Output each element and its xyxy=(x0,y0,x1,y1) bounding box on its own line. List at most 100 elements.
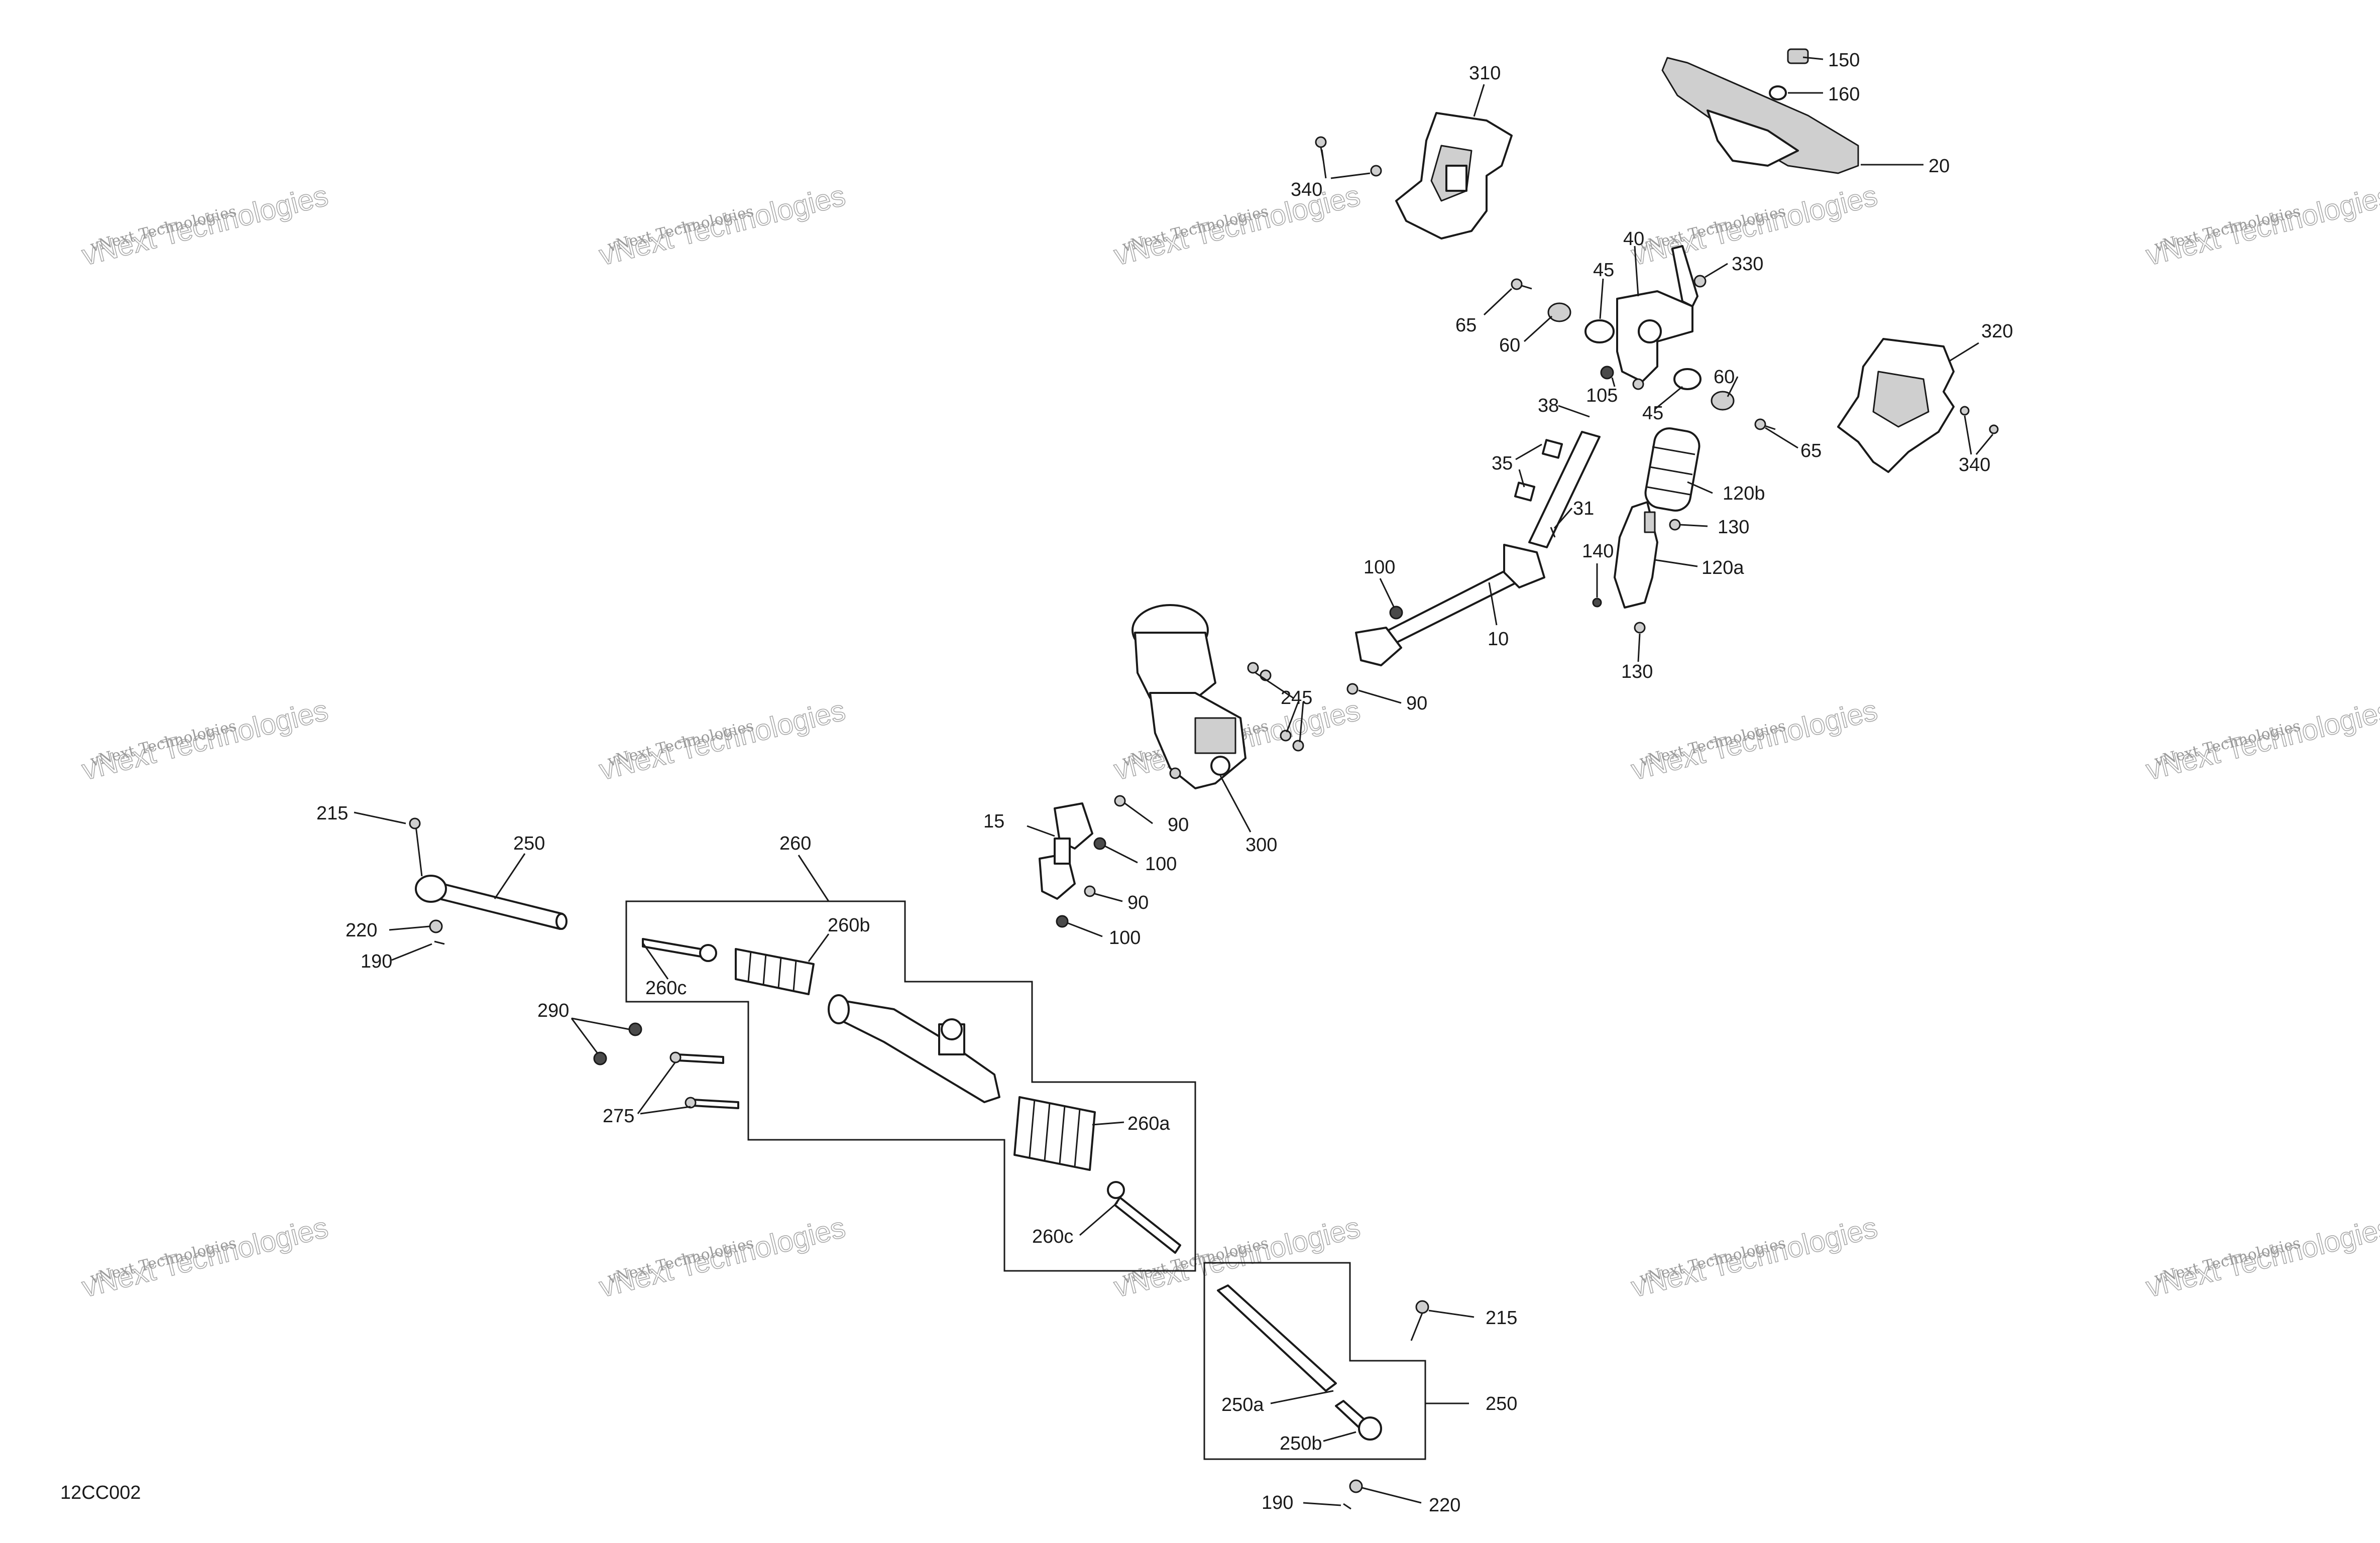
callout-330[interactable]: 330 xyxy=(1732,254,1763,275)
callout-60-upper[interactable]: 60 xyxy=(1499,335,1520,356)
screw-330-part xyxy=(1693,275,1707,288)
callout-60-lower[interactable]: 60 xyxy=(1714,367,1735,388)
callout-260c-upper[interactable]: 260c xyxy=(645,978,687,999)
callout-38[interactable]: 38 xyxy=(1538,395,1559,416)
callout-245[interactable]: 245 xyxy=(1281,687,1312,708)
callout-140[interactable]: 140 xyxy=(1582,541,1614,562)
callout-10[interactable]: 10 xyxy=(1488,629,1509,650)
diagram-code: 12CC002 xyxy=(60,1482,141,1503)
callout-260a[interactable]: 260a xyxy=(1127,1113,1170,1134)
callout-320[interactable]: 320 xyxy=(1981,321,2013,342)
pin-190b-part xyxy=(1343,1503,1351,1510)
callout-220-left[interactable]: 220 xyxy=(346,920,377,941)
callout-labels: 310 150 160 20 340 40 45 330 65 60 320 1… xyxy=(316,50,2013,1516)
callout-15[interactable]: 15 xyxy=(983,811,1004,832)
tie-rod-250a-part xyxy=(1217,1284,1337,1392)
housing-320-part xyxy=(1837,338,1955,473)
callout-250-left[interactable]: 250 xyxy=(513,833,545,854)
callout-250a[interactable]: 250a xyxy=(1221,1394,1264,1415)
cap-150-part xyxy=(1787,48,1809,64)
eps-unit-300-part xyxy=(1131,604,1246,789)
callout-90-middle[interactable]: 90 xyxy=(1168,814,1189,836)
callout-250-right[interactable]: 250 xyxy=(1486,1393,1517,1414)
callout-250b[interactable]: 250b xyxy=(1280,1433,1322,1454)
callout-105[interactable]: 105 xyxy=(1586,385,1618,406)
housing-310-part xyxy=(1395,112,1513,240)
bushing-35b-part xyxy=(1514,482,1536,502)
callout-190-left[interactable]: 190 xyxy=(361,951,392,972)
pin-140-part xyxy=(1592,598,1602,608)
callout-130-upper[interactable]: 130 xyxy=(1718,517,1749,538)
nut-100b-part xyxy=(1093,837,1106,850)
callout-160[interactable]: 160 xyxy=(1828,84,1860,105)
callout-340-upper[interactable]: 340 xyxy=(1291,179,1322,200)
screws-340-part xyxy=(1315,136,1999,434)
callout-215-left[interactable]: 215 xyxy=(316,803,348,824)
callout-45-upper[interactable]: 45 xyxy=(1593,260,1614,281)
bolt-130-part xyxy=(1669,519,1681,531)
callout-260b[interactable]: 260b xyxy=(828,915,870,936)
nut-290b-part xyxy=(593,1051,607,1065)
callout-120b[interactable]: 120b xyxy=(1723,483,1765,504)
callout-300[interactable]: 300 xyxy=(1245,835,1277,856)
callout-340-lower[interactable]: 340 xyxy=(1959,454,1990,476)
callout-275[interactable]: 275 xyxy=(603,1106,634,1127)
callout-35[interactable]: 35 xyxy=(1492,453,1513,474)
steering-wheel-20-part xyxy=(1661,57,1859,174)
callout-190-right[interactable]: 190 xyxy=(1262,1492,1293,1513)
boot-120b-part xyxy=(1644,427,1701,512)
callout-90-upper[interactable]: 90 xyxy=(1406,693,1427,714)
callout-40[interactable]: 40 xyxy=(1623,228,1644,250)
washers-60-part xyxy=(1547,302,1735,411)
nut-105b-part xyxy=(1632,378,1644,390)
bolt-90c-part xyxy=(1084,885,1096,897)
tie-rod-250-part xyxy=(415,875,568,930)
tie-rod-end-250b-part xyxy=(1335,1400,1382,1441)
nut-290-part xyxy=(628,1022,642,1036)
steering-rack-part xyxy=(828,994,1000,1103)
boot-260a-part xyxy=(1013,1096,1096,1171)
callout-45-lower[interactable]: 45 xyxy=(1642,403,1663,424)
callout-100-lower[interactable]: 100 xyxy=(1109,927,1141,948)
nut-105-part xyxy=(1600,366,1614,380)
callout-260[interactable]: 260 xyxy=(779,833,811,854)
callout-90-lower[interactable]: 90 xyxy=(1127,892,1149,913)
damper-120a-part xyxy=(1614,501,1658,609)
bushings-45-part xyxy=(1584,319,1702,390)
group-box-260 xyxy=(625,900,1196,1272)
pin-190-part xyxy=(434,940,445,945)
callout-130-lower[interactable]: 130 xyxy=(1621,661,1653,682)
bolts-275-part xyxy=(669,1051,739,1109)
leader-lines xyxy=(354,56,1994,1506)
callout-100-upper[interactable]: 100 xyxy=(1364,557,1395,578)
callout-215-right[interactable]: 215 xyxy=(1486,1308,1517,1329)
steering-shaft-10-part xyxy=(1355,544,1545,666)
bolt-215b-part xyxy=(1410,1300,1429,1341)
boot-260b-part xyxy=(735,948,815,995)
callout-120a[interactable]: 120a xyxy=(1702,557,1744,578)
callout-20[interactable]: 20 xyxy=(1929,156,1950,177)
pin-31-part xyxy=(1550,527,1556,538)
callout-310[interactable]: 310 xyxy=(1469,63,1501,84)
nut-160-part xyxy=(1769,85,1787,100)
callout-150[interactable]: 150 xyxy=(1828,50,1860,71)
callout-260c-lower[interactable]: 260c xyxy=(1032,1226,1073,1247)
bolt-130b-part xyxy=(1634,622,1646,634)
bolts-65-part xyxy=(1511,278,1776,430)
callout-290[interactable]: 290 xyxy=(537,1000,569,1021)
callout-65-upper[interactable]: 65 xyxy=(1455,315,1477,336)
callout-65-lower[interactable]: 65 xyxy=(1800,440,1822,461)
callout-220-right[interactable]: 220 xyxy=(1429,1495,1460,1516)
nut-245d-part xyxy=(1292,740,1304,752)
callout-100-middle[interactable]: 100 xyxy=(1145,854,1177,875)
callout-31[interactable]: 31 xyxy=(1573,498,1594,519)
